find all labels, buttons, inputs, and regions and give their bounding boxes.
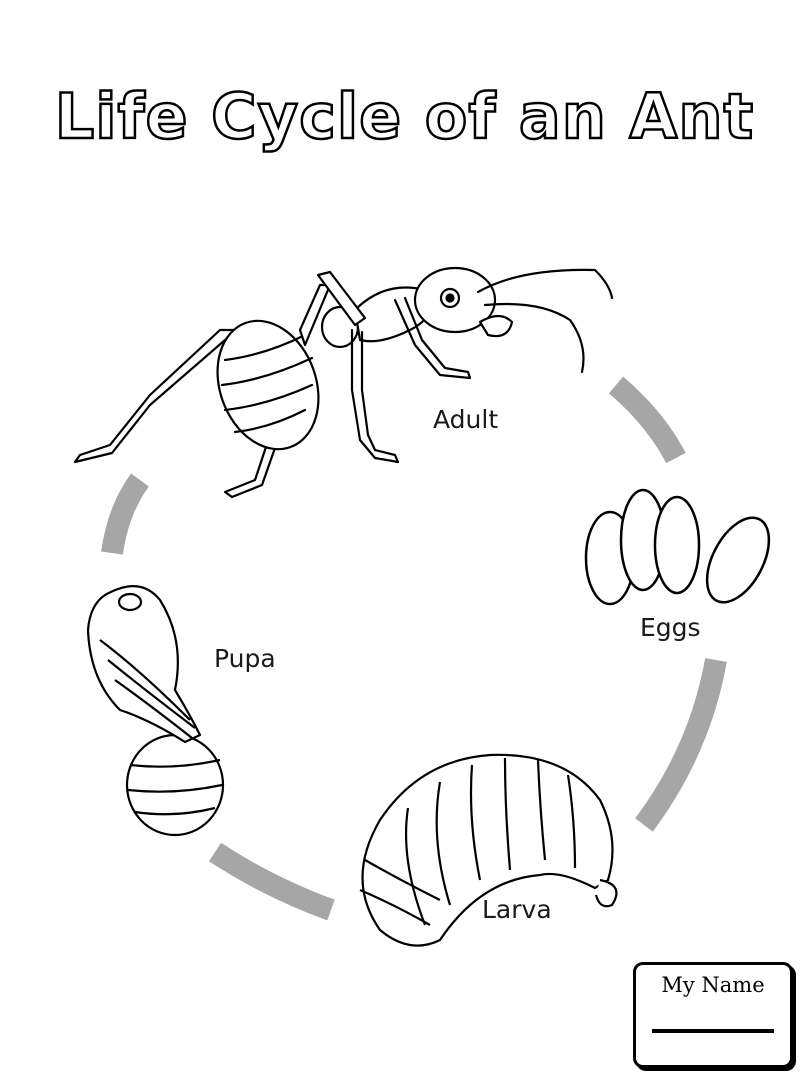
adult-ant-illustration	[73, 266, 614, 499]
egg	[705, 516, 771, 604]
cycle-arrows	[101, 376, 727, 921]
name-write-line[interactable]	[652, 1029, 774, 1033]
name-box: My Name	[633, 962, 793, 1068]
arrow-eggs-to-larva	[635, 658, 727, 832]
stage-label-eggs: Eggs	[640, 613, 701, 642]
egg	[653, 495, 701, 595]
stage-label-pupa: Pupa	[214, 644, 276, 673]
larva-illustration	[359, 753, 618, 947]
arrow-pupa-to-adult	[101, 473, 150, 555]
eggs-illustration	[584, 488, 771, 606]
arrow-adult-to-eggs	[608, 376, 686, 464]
arrow-larva-to-pupa	[208, 842, 335, 921]
stage-label-larva: Larva	[482, 895, 552, 924]
name-label: My Name	[661, 973, 765, 997]
pupa-illustration	[86, 585, 225, 837]
page-title: Life Cycle of an Ant	[54, 79, 755, 155]
stage-label-adult: Adult	[433, 405, 499, 434]
